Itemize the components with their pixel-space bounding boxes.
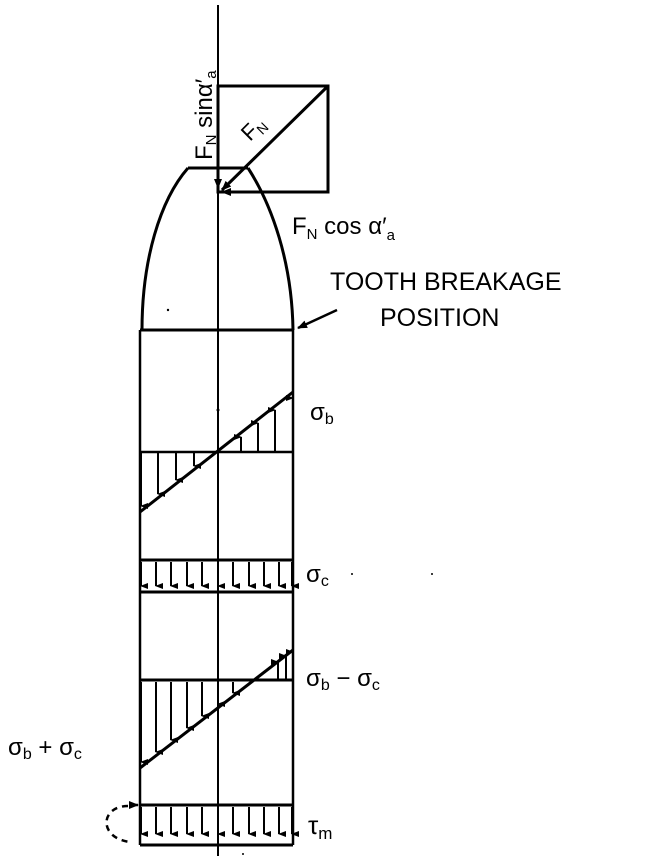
scan-specks [166, 308, 433, 855]
sum-stress-label: σb + σc [8, 734, 82, 763]
tangential-force-label: FN cos α′a [292, 213, 396, 244]
breakage-label-line1: TOOTH BREAKAGE [330, 268, 562, 296]
compression-stress-arrows [140, 562, 299, 589]
normal-force-arrow [220, 84, 330, 192]
breakage-pointer [297, 308, 338, 330]
normal-force-label: FN [236, 111, 272, 147]
bending-slope [139, 390, 294, 514]
shear-curl-indicator [105, 804, 131, 844]
radial-force-label: FN sinα′a [191, 70, 220, 160]
combined-stress-arrows [140, 649, 294, 765]
breakage-label-line2: POSITION [380, 304, 499, 332]
shear-stress-label: τm [308, 810, 332, 843]
force-box [216, 84, 330, 194]
bending-stress-label: σb [310, 399, 334, 428]
difference-stress-label: σb − σc [306, 665, 380, 694]
bending-stress-arrows [140, 395, 294, 509]
compressive-stress-label: σc [306, 561, 329, 590]
combined-slope [139, 648, 294, 770]
shear-stress-arrows [140, 807, 299, 837]
tooth-profile [140, 166, 295, 331]
